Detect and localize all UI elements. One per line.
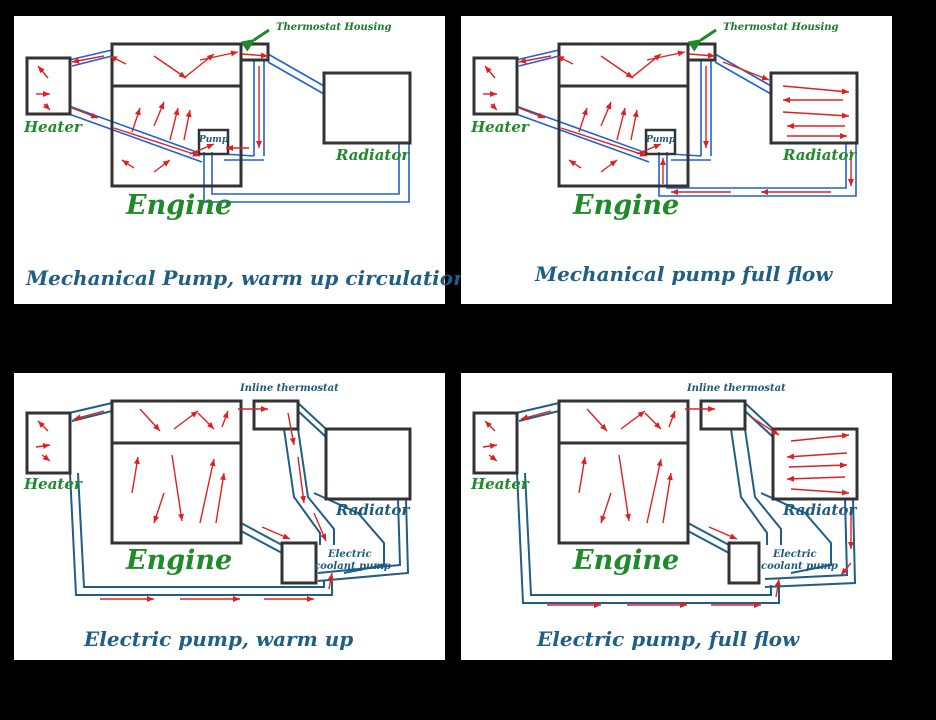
- radiator-box: [771, 427, 859, 501]
- panel-caption: Electric pump, full flow: [537, 627, 800, 651]
- pump-box: [644, 128, 677, 156]
- heater-label: Heater: [24, 475, 82, 493]
- engine-label: Engine: [126, 545, 233, 576]
- component-boxes: [25, 42, 412, 188]
- electric-pump-box: [727, 541, 761, 585]
- heater-label: Heater: [471, 475, 529, 493]
- panel-mechanical-warmup: Heater Engine Radiator Thermostat Housin…: [14, 16, 468, 304]
- diagram-electric-full-flow: [472, 399, 859, 608]
- pump-box: [197, 128, 230, 156]
- pump-label: Pump: [646, 135, 676, 145]
- heater-box: [472, 56, 519, 116]
- thermostat-label: Thermostat Housing: [723, 22, 839, 33]
- thermostat-pointer-icon: [240, 28, 270, 52]
- heater-label: Heater: [24, 118, 82, 136]
- engine-block-box: [110, 441, 243, 545]
- panel-electric-full-flow: Heater Engine Radiator Inline thermostat…: [461, 373, 892, 660]
- panel-electric-warmup: Heater Engine Radiator Inline thermostat…: [14, 373, 445, 660]
- flow-arrows: [35, 406, 334, 602]
- engine-label: Engine: [126, 190, 233, 221]
- flow-arrows: [36, 50, 269, 173]
- radiator-label: Radiator: [336, 146, 410, 164]
- engine-block-box: [557, 441, 690, 545]
- inline-thermostat-box: [252, 399, 300, 431]
- radiator-label: Radiator: [783, 146, 857, 164]
- thermostat-label: Thermostat Housing: [276, 22, 392, 33]
- pump-label-line1: Electric: [773, 549, 817, 560]
- diagram-mechanical-warmup: [25, 28, 412, 203]
- panel-caption: Electric pump, warm up: [84, 627, 354, 651]
- engine-head-box: [110, 42, 243, 88]
- component-boxes: [472, 42, 859, 188]
- component-boxes: [472, 399, 859, 585]
- engine-head-box: [557, 42, 690, 88]
- radiator-label: Radiator: [336, 501, 410, 519]
- coolant-pipes: [515, 402, 857, 604]
- engine-block-box: [110, 84, 243, 188]
- heater-box: [25, 56, 72, 116]
- flow-arrows: [483, 50, 854, 195]
- radiator-label: Radiator: [783, 501, 857, 519]
- engine-label: Engine: [573, 545, 680, 576]
- radiator-box: [769, 71, 859, 145]
- thermostat-label: Inline thermostat: [240, 383, 339, 394]
- pump-label-line1: Electric: [328, 549, 372, 560]
- component-boxes: [25, 399, 412, 585]
- radiator-box: [322, 71, 412, 145]
- flow-arrows: [482, 406, 854, 608]
- heater-label: Heater: [471, 118, 529, 136]
- electric-pump-box: [280, 541, 318, 585]
- engine-head-box: [557, 399, 690, 445]
- pump-label: Pump: [199, 135, 229, 145]
- thermostat-housing-box: [686, 42, 717, 62]
- engine-block-box: [557, 84, 690, 188]
- diagram-mechanical-full-flow: [472, 28, 859, 197]
- diagram-electric-warmup: [25, 399, 412, 602]
- thermostat-housing-box: [239, 42, 270, 62]
- thermostat-pointer-icon: [687, 28, 717, 52]
- heater-box: [472, 411, 519, 475]
- pump-label-line2: coolant pump: [314, 561, 391, 572]
- coolant-pipes: [515, 49, 857, 197]
- thermostat-label: Inline thermostat: [687, 383, 786, 394]
- heater-box: [25, 411, 72, 475]
- engine-head-box: [110, 399, 243, 445]
- engine-label: Engine: [573, 190, 680, 221]
- pump-label-line2: coolant pump: [761, 561, 838, 572]
- coolant-pipes: [68, 402, 410, 596]
- radiator-box: [324, 427, 412, 501]
- inline-thermostat-box: [699, 399, 747, 431]
- panel-mechanical-full-flow: Heater Engine Radiator Thermostat Housin…: [461, 16, 892, 304]
- panel-caption: Mechanical Pump, warm up circulation: [26, 266, 468, 290]
- panel-caption: Mechanical pump full flow: [535, 262, 833, 286]
